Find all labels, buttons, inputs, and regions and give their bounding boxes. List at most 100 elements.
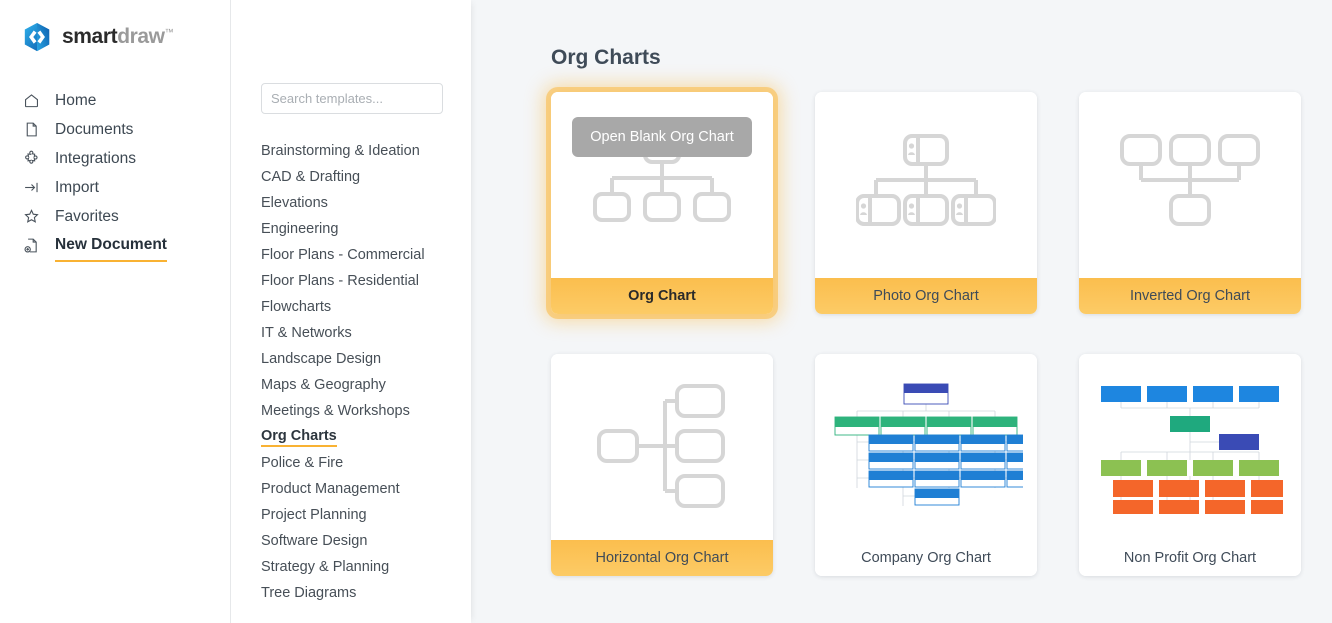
nonprofit-executive-assistant-node	[1219, 434, 1259, 450]
category-item-product-management[interactable]: Product Management	[231, 476, 471, 502]
horizontal-org-chart-wireframe-icon	[597, 384, 725, 508]
template-card-horizontal-org-chart[interactable]: Horizontal Org Chart	[551, 354, 773, 576]
category-item-project-planning[interactable]: Project Planning	[231, 502, 471, 528]
category-label: IT & Networks	[261, 325, 352, 341]
category-label: Meetings & Workshops	[261, 403, 410, 419]
card-label: Inverted Org Chart	[1079, 278, 1301, 314]
nonprofit-staff-grid	[1113, 480, 1283, 514]
category-label: Brainstorming & Ideation	[261, 143, 420, 159]
inverted-org-chart-wireframe-icon	[1120, 134, 1260, 226]
card-thumbnail	[815, 354, 1037, 540]
card-thumbnail: Open Blank Org Chart	[551, 92, 773, 278]
brand-trademark: ™	[164, 27, 174, 37]
sidebar-item-label: Import	[55, 179, 99, 196]
company-org-chart-thumbnail-icon	[834, 383, 1023, 506]
category-label: Maps & Geography	[261, 377, 386, 393]
sidebar-item-import[interactable]: Import	[0, 173, 230, 202]
template-card-company-org-chart[interactable]: Company Org Chart	[815, 354, 1037, 576]
page-title: Org Charts	[551, 46, 661, 69]
category-label: Product Management	[261, 481, 400, 497]
card-label: Photo Org Chart	[815, 278, 1037, 314]
brand-logo-area[interactable]: smartdraw™	[0, 0, 230, 58]
category-item-org-charts[interactable]: Org Charts	[231, 424, 471, 450]
category-item-brainstorming-ideation[interactable]: Brainstorming & Ideation	[231, 138, 471, 164]
category-item-cad-drafting[interactable]: CAD & Drafting	[231, 164, 471, 190]
sidebar-item-label: Documents	[55, 121, 134, 138]
smartdraw-logo-icon	[24, 22, 50, 52]
category-label: CAD & Drafting	[261, 169, 361, 185]
category-item-police-fire[interactable]: Police & Fire	[231, 450, 471, 476]
home-icon	[22, 91, 41, 110]
star-icon	[22, 207, 41, 226]
sidebar-item-home[interactable]: Home	[0, 86, 230, 115]
card-thumbnail	[1079, 354, 1301, 540]
puzzle-icon	[22, 149, 41, 168]
template-category-panel: Brainstorming & Ideation CAD & Drafting …	[231, 0, 471, 623]
category-label: Police & Fire	[261, 455, 344, 471]
category-item-elevations[interactable]: Elevations	[231, 190, 471, 216]
nonprofit-executive-director-node	[1170, 416, 1210, 432]
photo-org-chart-wireframe-icon	[856, 134, 996, 226]
template-card-inverted-org-chart[interactable]: Inverted Org Chart	[1079, 92, 1301, 314]
card-thumbnail	[1079, 92, 1301, 278]
sidebar-item-label: New Document	[55, 230, 167, 262]
document-icon	[22, 120, 41, 139]
search-input[interactable]	[262, 84, 442, 113]
category-label: Floor Plans - Residential	[261, 273, 419, 289]
category-label: Software Design	[261, 533, 368, 549]
sidebar-item-new-document[interactable]: New Document	[0, 230, 230, 262]
card-label: Company Org Chart	[815, 540, 1037, 576]
sidebar-item-documents[interactable]: Documents	[0, 115, 230, 144]
category-item-it-networks[interactable]: IT & Networks	[231, 320, 471, 346]
category-item-maps-geography[interactable]: Maps & Geography	[231, 372, 471, 398]
nonprofit-org-chart-thumbnail-icon	[1101, 386, 1283, 514]
category-label: Strategy & Planning	[261, 559, 390, 575]
brand-wordmark: smartdraw™	[62, 25, 174, 49]
brand-draw-text: draw	[117, 25, 165, 48]
card-thumbnail	[815, 92, 1037, 278]
sidebar-nav-list: Home Documents Integrations	[0, 86, 230, 262]
category-item-engineering[interactable]: Engineering	[231, 216, 471, 242]
category-item-strategy-planning[interactable]: Strategy & Planning	[231, 554, 471, 580]
template-card-org-chart[interactable]: Open Blank Org Chart Org Chart	[551, 92, 773, 314]
category-list: Brainstorming & Ideation CAD & Drafting …	[231, 138, 471, 606]
category-item-flowcharts[interactable]: Flowcharts	[231, 294, 471, 320]
nonprofit-board-row	[1101, 386, 1279, 402]
card-thumbnail	[551, 354, 773, 540]
sidebar-item-label: Home	[55, 92, 97, 109]
sidebar-item-label: Integrations	[55, 150, 136, 167]
category-item-software-design[interactable]: Software Design	[231, 528, 471, 554]
sidebar-item-label: Favorites	[55, 208, 119, 225]
document-plus-icon	[22, 236, 41, 255]
category-label: Floor Plans - Commercial	[261, 247, 425, 263]
category-label: Flowcharts	[261, 299, 332, 315]
left-navigation: smartdraw™ Home Documents	[0, 0, 231, 623]
category-item-meetings-workshops[interactable]: Meetings & Workshops	[231, 398, 471, 424]
nonprofit-directors-row	[1101, 460, 1279, 476]
sidebar-item-integrations[interactable]: Integrations	[0, 144, 230, 173]
sidebar-item-favorites[interactable]: Favorites	[0, 202, 230, 231]
card-label: Non Profit Org Chart	[1079, 540, 1301, 576]
category-label: Org Charts	[261, 427, 337, 447]
search-templates-box[interactable]	[261, 83, 443, 114]
card-label: Horizontal Org Chart	[551, 540, 773, 576]
brand-smart-text: smart	[62, 25, 118, 48]
template-card-photo-org-chart[interactable]: Photo Org Chart	[815, 92, 1037, 314]
company-node-level2	[834, 416, 1018, 436]
category-label: Elevations	[261, 195, 328, 211]
company-node-leaves	[868, 434, 1023, 506]
template-card-grid: Open Blank Org Chart Org Chart	[551, 92, 1332, 576]
category-label: Project Planning	[261, 507, 367, 523]
open-blank-org-chart-button[interactable]: Open Blank Org Chart	[572, 117, 752, 157]
template-gallery: Org Charts Open Blank Org Chart Org Char…	[471, 0, 1332, 623]
import-arrow-icon	[22, 178, 41, 197]
category-item-floor-plans-residential[interactable]: Floor Plans - Residential	[231, 268, 471, 294]
category-item-tree-diagrams[interactable]: Tree Diagrams	[231, 580, 471, 606]
category-label: Tree Diagrams	[261, 585, 357, 601]
category-label: Landscape Design	[261, 351, 382, 367]
template-card-nonprofit-org-chart[interactable]: Non Profit Org Chart	[1079, 354, 1301, 576]
category-item-landscape-design[interactable]: Landscape Design	[231, 346, 471, 372]
category-item-floor-plans-commercial[interactable]: Floor Plans - Commercial	[231, 242, 471, 268]
company-node-root	[903, 383, 949, 405]
